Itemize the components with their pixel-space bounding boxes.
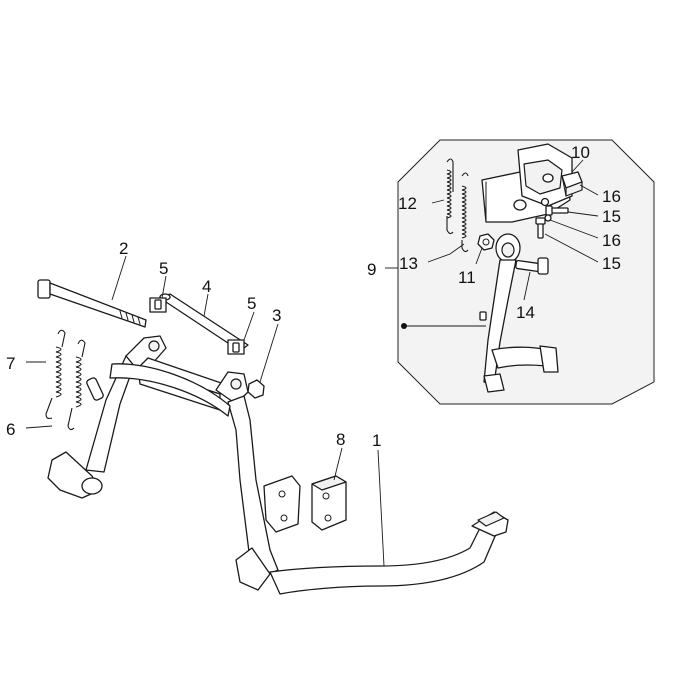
label-part-11: 11 bbox=[458, 268, 476, 287]
label-part-14: 14 bbox=[516, 303, 535, 322]
part-10-rubber-pad bbox=[561, 171, 583, 197]
label-part-3: 3 bbox=[272, 306, 281, 325]
label-part-5-left: 5 bbox=[159, 259, 168, 278]
part-7-spring bbox=[45, 329, 66, 420]
label-part-8: 8 bbox=[336, 430, 345, 449]
part-5-bushing-right bbox=[227, 339, 245, 355]
inset-side-stand bbox=[479, 233, 559, 393]
label-part-12: 12 bbox=[398, 194, 417, 213]
label-part-2: 2 bbox=[119, 239, 128, 258]
part-8-rubber-block bbox=[311, 475, 347, 531]
label-part-6: 6 bbox=[6, 420, 15, 439]
label-part-5-right: 5 bbox=[247, 294, 256, 313]
part-6-spring bbox=[67, 339, 86, 431]
part-14-pivot-bolt bbox=[515, 257, 549, 275]
label-part-16-upper: 16 bbox=[602, 187, 621, 206]
label-part-4: 4 bbox=[202, 277, 211, 296]
inset-reference-dot bbox=[401, 323, 407, 329]
label-part-9: 9 bbox=[367, 260, 376, 279]
label-part-10: 10 bbox=[571, 143, 590, 162]
inset-panel bbox=[385, 139, 655, 405]
label-part-16-lower: 16 bbox=[602, 231, 621, 250]
callout-labels: 1 2 3 4 5 5 6 7 8 9 10 11 12 13 14 15 15… bbox=[6, 143, 621, 450]
part-13-spring bbox=[461, 172, 469, 253]
part-15-bolt-upper bbox=[545, 205, 569, 216]
part-1-center-stand bbox=[47, 335, 509, 595]
label-part-13: 13 bbox=[399, 254, 418, 273]
label-part-15-lower: 15 bbox=[602, 254, 621, 273]
label-part-7: 7 bbox=[6, 354, 15, 373]
part-12-spring bbox=[446, 158, 454, 235]
part-2-long-bolt bbox=[37, 279, 147, 328]
part-11-nut bbox=[477, 233, 495, 251]
part-5-bushing-left bbox=[149, 297, 167, 313]
part-3-nut bbox=[247, 379, 265, 399]
spring-pin bbox=[86, 377, 104, 401]
part-15-bolt-lower bbox=[535, 217, 546, 239]
part-16-washer-upper bbox=[540, 197, 550, 207]
label-part-15-upper: 15 bbox=[602, 207, 621, 226]
label-part-1: 1 bbox=[372, 431, 381, 450]
